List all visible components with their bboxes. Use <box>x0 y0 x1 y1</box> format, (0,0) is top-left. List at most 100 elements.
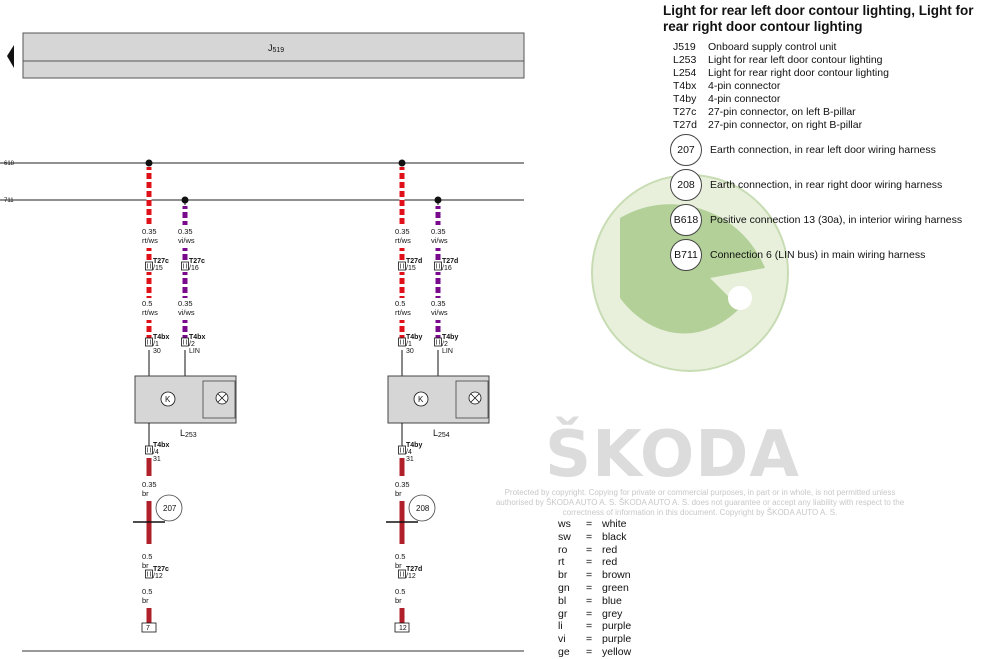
lin-wire-mid-stripe <box>182 260 188 263</box>
component-label: L254 <box>433 428 450 439</box>
pos-wire-mid <box>146 248 152 262</box>
legend-code: T27c <box>673 106 697 118</box>
wire-size: 0.5 <box>142 299 152 308</box>
wire-size: 0.35 <box>395 227 410 236</box>
wire-color: br <box>142 561 149 570</box>
pos-wire-lower-stripe <box>399 293 405 296</box>
ground-pin-number: /4 <box>406 449 412 456</box>
color-row: br=brown <box>558 569 631 582</box>
ground-wire-upper <box>146 458 152 476</box>
color-name: white <box>602 518 627 530</box>
lin-wire-mid <box>182 248 188 262</box>
color-row: sw=black <box>558 531 631 544</box>
wire-color: rt/ws <box>395 236 411 245</box>
pos-b-pillar-connector-label: T27d <box>406 258 422 265</box>
color-code: gr <box>558 607 568 620</box>
ground-terminal: 31 <box>153 456 161 463</box>
lin-wire-upper <box>182 206 188 225</box>
control-unit-base: J <box>268 43 273 53</box>
junction-dot <box>398 159 406 167</box>
lin-b-pillar-pin-number: /16 <box>189 265 199 272</box>
wire-color: vi/ws <box>431 308 448 317</box>
color-code: rt <box>558 556 565 569</box>
wire-color: br <box>142 489 149 498</box>
ground-connector-label: T4by <box>406 442 422 449</box>
color-code: ge <box>558 645 570 658</box>
pos-wire-upper-stripe <box>399 170 405 173</box>
pos-wire-upper-stripe <box>399 224 405 227</box>
electronics-icon <box>160 391 176 407</box>
color-name: black <box>602 530 627 543</box>
lin-wire-lower-stripe <box>182 284 188 287</box>
pos-wire-upper-stripe <box>399 197 405 200</box>
color-name: red <box>602 543 618 556</box>
ground-wire-lower <box>399 608 405 623</box>
control-unit-sub: 519 <box>273 47 285 54</box>
color-code: vi <box>558 633 566 646</box>
pos-wire-mid-stripe <box>146 251 152 254</box>
electronics-icon <box>413 391 429 407</box>
lin-wire-lower-stripe <box>182 293 188 296</box>
ground-b-pillar-connector-label: T27d <box>406 566 422 573</box>
junction-dot <box>145 159 153 167</box>
pos-wire-upper-stripe <box>399 188 405 191</box>
pos-wire-mid-stripe <box>399 251 405 254</box>
legend-code: T27d <box>673 119 697 131</box>
color-name: blue <box>602 594 622 607</box>
lamp-icon-cross <box>470 393 480 403</box>
legend-desc: 4-pin connector <box>708 93 781 105</box>
legend-row: T27c 27-pin connector, on left B-pillar <box>663 106 889 119</box>
ground-b-pillar-plug <box>398 569 406 579</box>
pos-wire-upper-stripe <box>146 206 152 209</box>
pos-component-plug <box>145 337 153 347</box>
pos-wire-mid-stripe <box>146 260 152 263</box>
pos-wire-upper <box>146 167 152 225</box>
color-code: gn <box>558 581 570 594</box>
pos-wire-upper-stripe <box>146 224 152 227</box>
pos-component-plug <box>398 337 406 347</box>
color-code: sw <box>558 530 571 543</box>
equals-sign: = <box>586 556 593 569</box>
wire-color: vi/ws <box>431 236 448 245</box>
earth-point-label: 208 <box>416 504 430 513</box>
ground-b-pillar-plug <box>145 569 153 579</box>
lin-component-terminal: LIN <box>189 348 200 355</box>
equals-sign: = <box>586 620 593 633</box>
color-code: br <box>558 569 568 582</box>
reference-box <box>394 622 410 633</box>
pos-wire-lower-stripe <box>146 293 152 296</box>
lin-component-plug <box>181 337 189 347</box>
control-unit-label: J519 <box>268 43 284 54</box>
pos-component-pin-number: /1 <box>406 341 412 348</box>
color-name: grey <box>602 607 623 620</box>
lin-wire-upper-stripe <box>182 218 188 221</box>
wire-color: rt/ws <box>142 236 158 245</box>
wire-color: br <box>395 596 402 605</box>
pos-component-pin-number: /1 <box>153 341 159 348</box>
legend-desc: 27-pin connector, on left B-pillar <box>708 106 856 118</box>
wire-size: 0.5 <box>395 299 405 308</box>
connection-desc: Positive connection 13 (30a), in interio… <box>710 214 963 226</box>
equals-sign: = <box>586 633 593 646</box>
pos-component-connector-label: T4by <box>406 334 422 341</box>
equals-sign: = <box>586 594 593 607</box>
pos-wire-lower-stripe <box>146 284 152 287</box>
ground-b-pillar-pin-number: /12 <box>153 573 163 580</box>
bus-label-positive: 618 <box>4 161 15 167</box>
connection-desc: Earth connection, in rear left door wiri… <box>710 144 936 156</box>
pos-wire-lower-stripe <box>399 284 405 287</box>
skoda-watermark-text: ŠKODA <box>545 418 800 492</box>
component-sub: 254 <box>438 432 450 439</box>
pos-component-connector-label: T4bx <box>153 334 169 341</box>
equals-sign: = <box>586 543 593 556</box>
pos-wire-upper-stripe <box>146 179 152 182</box>
pos-b-pillar-connector-label: T27c <box>153 258 169 265</box>
pos-wire-upper-stripe <box>146 170 152 173</box>
